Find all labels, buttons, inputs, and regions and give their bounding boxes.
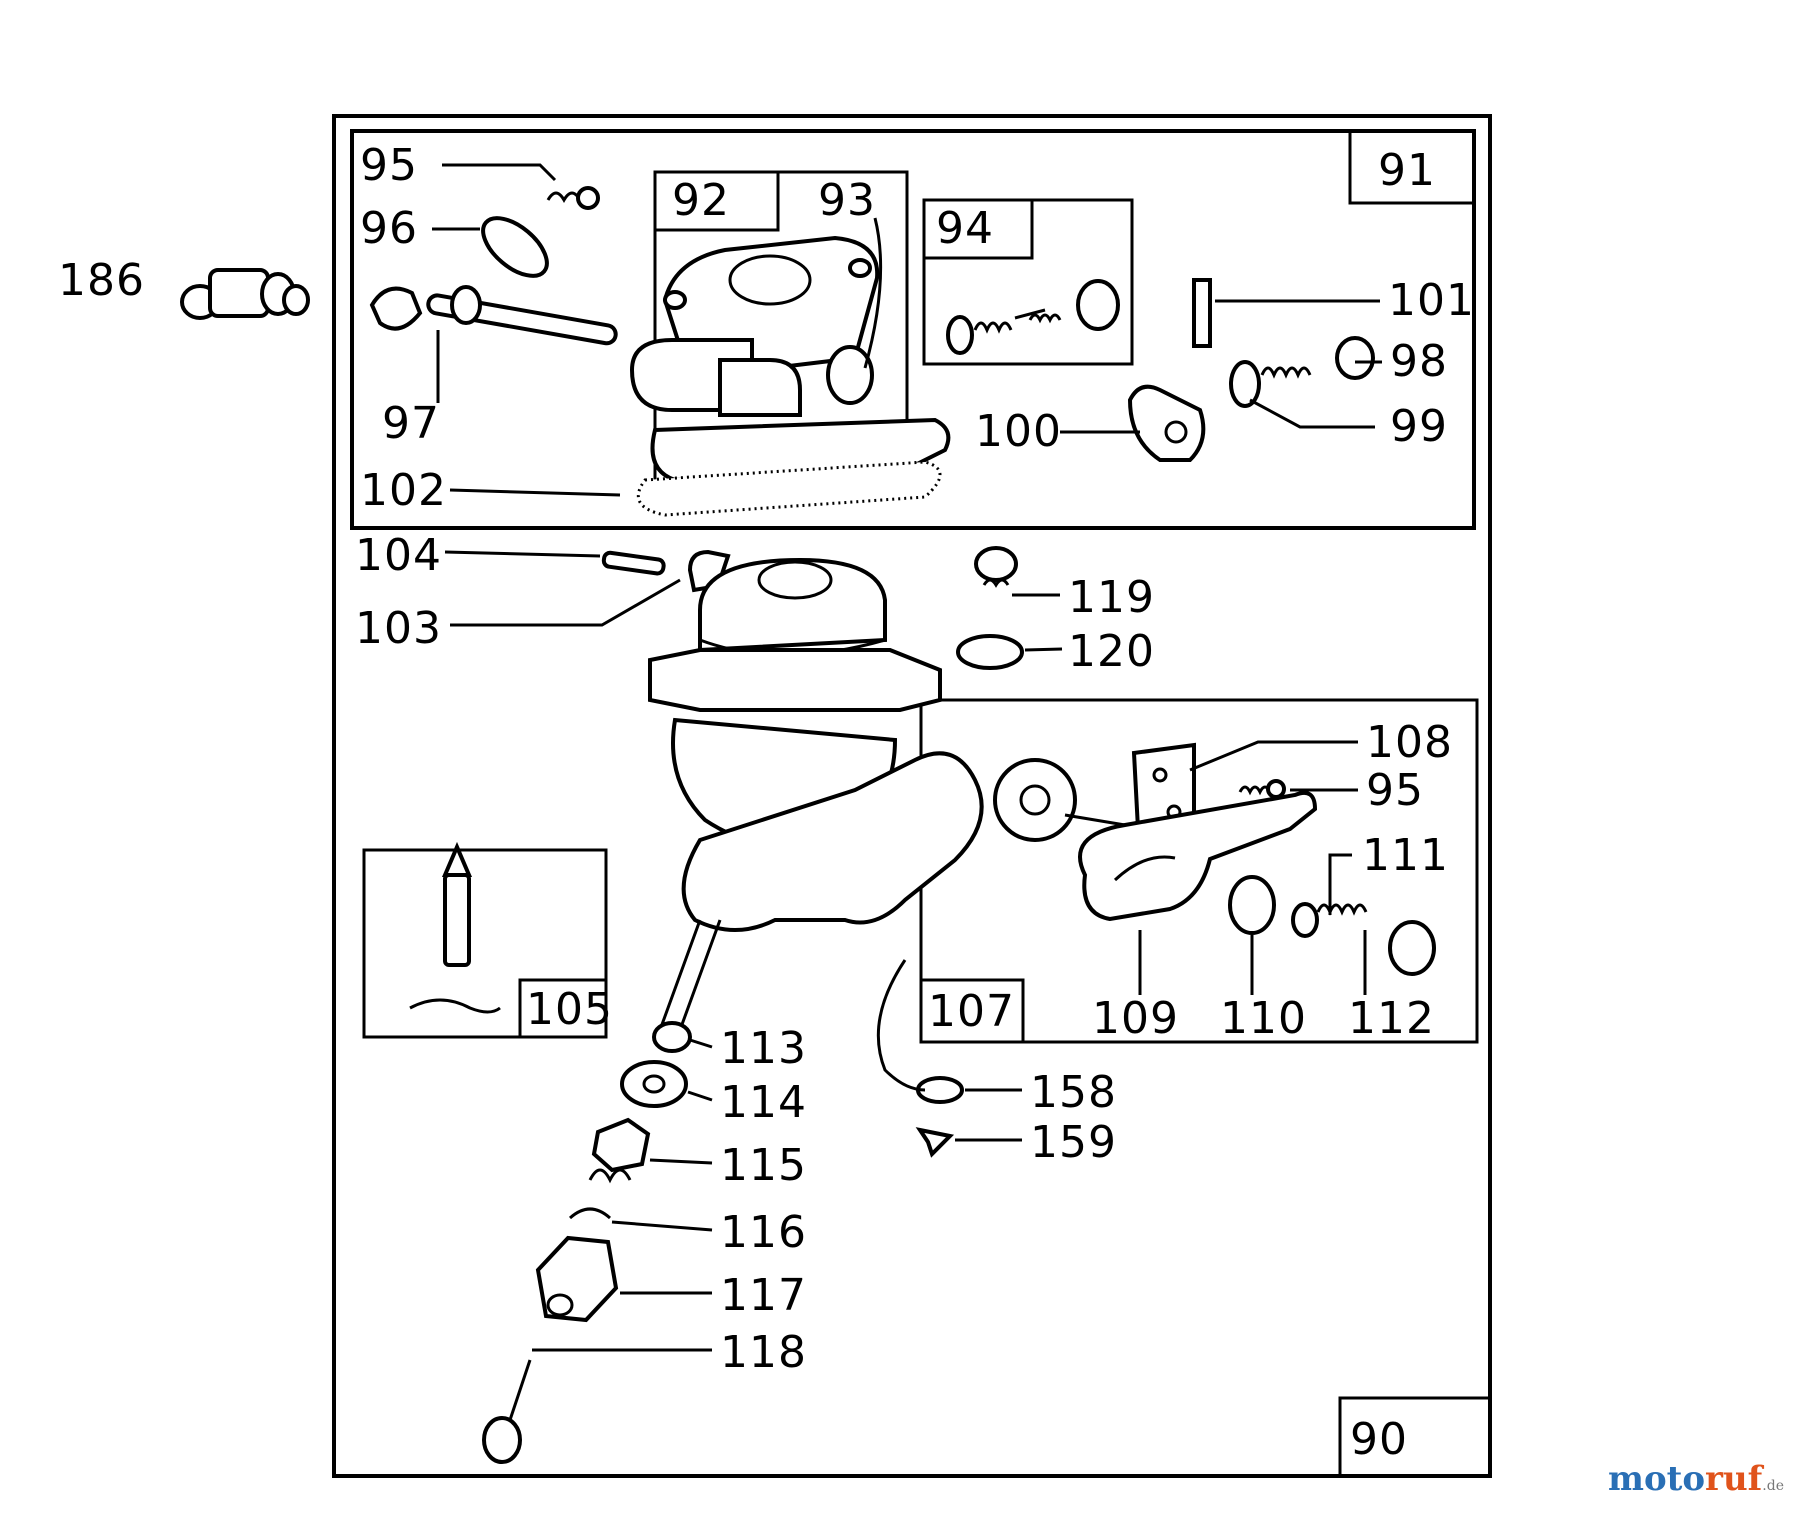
label-117: 117: [720, 1270, 807, 1321]
label-107: 107: [928, 986, 1015, 1037]
part-110-washer: [1228, 875, 1276, 935]
part-92-upper-body: [629, 235, 951, 483]
label-118: 118: [720, 1327, 807, 1378]
label-92: 92: [672, 175, 730, 226]
label-100: 100: [975, 406, 1062, 457]
part-111-112-idle-screw: [1291, 902, 1436, 976]
label-99: 99: [1390, 401, 1448, 452]
part-94-needle-assembly: [946, 279, 1120, 355]
leader-lines: [432, 163, 1382, 1352]
part-96-throttle-disc: [481, 216, 549, 278]
part-97-throttle-shaft: [369, 285, 618, 346]
label-101: 101: [1388, 275, 1475, 326]
label-94: 94: [936, 203, 994, 254]
label-90: 90: [1350, 1414, 1408, 1465]
box-105: [362, 848, 608, 1039]
part-113-118-bowl-nut-stack: [482, 919, 722, 1464]
label-93: 93: [818, 175, 876, 226]
watermark-part2: ruf: [1705, 1459, 1763, 1499]
label-97: 97: [382, 398, 440, 449]
part-104-pin: [601, 550, 666, 576]
part-98-99-spring-assembly: [1229, 336, 1375, 408]
label-95a: 95: [360, 140, 418, 191]
part-120-washer: [956, 634, 1024, 670]
brand-watermark: motoruf.de: [1608, 1459, 1784, 1499]
part-159-wire-clip: [915, 1127, 955, 1158]
part-95-screw: [1238, 779, 1286, 799]
part-186-fitting: [180, 268, 310, 320]
label-119: 119: [1068, 572, 1155, 623]
label-159: 159: [1030, 1117, 1117, 1168]
part-102-gasket: [636, 460, 942, 517]
part-105-float-needle: [409, 841, 501, 1014]
label-114: 114: [720, 1077, 807, 1128]
label-110: 110: [1220, 993, 1307, 1044]
label-111: 111: [1362, 830, 1449, 881]
part-109-lever: [1078, 790, 1318, 922]
part-101-pin: [1192, 278, 1212, 348]
part-main-carburetor-body: [648, 557, 1126, 932]
label-96: 96: [360, 203, 418, 254]
label-116: 116: [720, 1207, 807, 1258]
outer-frame: [332, 114, 1492, 1478]
label-91: 91: [1378, 145, 1436, 196]
label-186: 186: [58, 255, 145, 306]
part-number-labels: 90 91 92 93 94 95 96 97 98 99 100 101 10…: [58, 140, 1475, 1465]
label-98: 98: [1390, 336, 1448, 387]
watermark-suffix: .de: [1762, 1478, 1784, 1494]
label-95b: 95: [1366, 765, 1424, 816]
watermark-part1: moto: [1607, 1459, 1706, 1499]
label-109: 109: [1092, 993, 1179, 1044]
tag-box-91: [1348, 129, 1476, 205]
label-120: 120: [1068, 626, 1155, 677]
label-105: 105: [526, 984, 613, 1035]
label-102: 102: [360, 465, 447, 516]
label-108: 108: [1366, 717, 1453, 768]
label-115: 115: [720, 1140, 807, 1191]
part-119-screw: [974, 546, 1018, 588]
tag-box-90: [1338, 1396, 1492, 1478]
tag-box-105: [518, 978, 608, 1039]
label-158: 158: [1030, 1067, 1117, 1118]
label-104: 104: [355, 530, 442, 581]
label-113: 113: [720, 1023, 807, 1074]
tag-box-107: [919, 978, 1025, 1044]
label-112: 112: [1348, 993, 1435, 1044]
label-103: 103: [355, 603, 442, 654]
tag-box-94: [922, 198, 1034, 260]
part-100-bracket: [1127, 384, 1206, 462]
group-box-91: [350, 129, 1476, 530]
tag-box-92: [653, 170, 780, 232]
part-95-spring: [546, 186, 600, 210]
